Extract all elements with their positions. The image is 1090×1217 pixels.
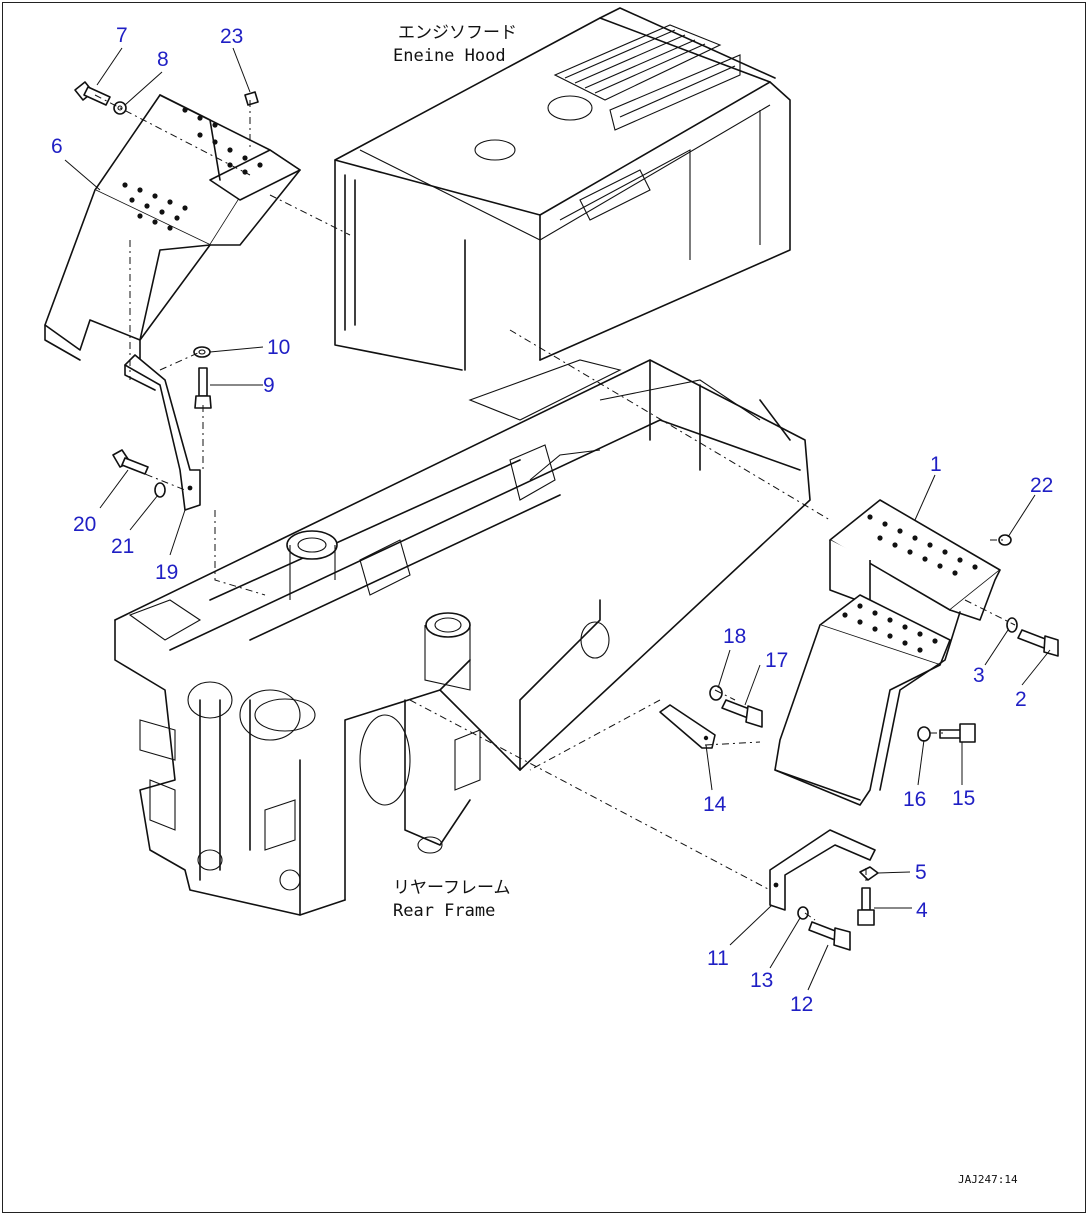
part-14-plate	[659, 704, 716, 749]
washer-13	[797, 906, 809, 920]
callout-8: 8	[157, 48, 169, 71]
callout-2: 2	[1015, 688, 1027, 711]
part-6-step-cover	[44, 94, 301, 361]
washer-16	[917, 726, 931, 742]
nut-5	[859, 866, 879, 881]
bolt-2	[1017, 629, 1059, 657]
part-6-holes	[122, 107, 263, 231]
callout-4: 4	[916, 899, 928, 922]
engine-hood-label-jp: エンジソフード	[398, 23, 517, 43]
washer-21	[154, 482, 166, 498]
callout-19: 19	[155, 561, 178, 584]
callout-23: 23	[220, 25, 243, 48]
washer-18	[709, 685, 723, 701]
bolt-15	[939, 723, 976, 743]
hood-grille	[553, 24, 741, 131]
callout-numbers: 7 8 23 6 10 9 20 21 19 1 22 3 2 18 17 14…	[51, 24, 1053, 1016]
leader-lines	[64, 47, 1051, 991]
callout-6: 6	[51, 135, 63, 158]
bolt-4	[857, 887, 875, 926]
callout-20: 20	[73, 513, 96, 536]
bolt-17	[721, 699, 763, 728]
rear-frame	[114, 359, 811, 916]
drawing-code: JAJ247:14	[958, 1173, 1018, 1186]
callout-13: 13	[750, 969, 773, 992]
callout-7: 7	[116, 24, 128, 47]
part-19-bracket	[124, 354, 201, 511]
rear-frame-label-en: Rear Frame	[393, 901, 495, 921]
callout-1: 1	[930, 453, 942, 476]
callout-3: 3	[973, 664, 985, 687]
engine-hood-label-en: Eneine Hood	[393, 46, 506, 66]
callout-21: 21	[111, 535, 134, 558]
callout-10: 10	[267, 336, 290, 359]
washer-3	[1006, 617, 1018, 633]
assembly-lines	[94, 94, 1016, 921]
bolt-20	[112, 449, 149, 475]
rear-frame-label-jp: リヤーフレーム	[393, 878, 510, 898]
washer-10	[193, 346, 211, 358]
part-1-holes	[842, 514, 978, 653]
callout-22: 22	[1030, 474, 1053, 497]
callout-15: 15	[952, 787, 975, 810]
callout-12: 12	[790, 993, 813, 1016]
callout-14: 14	[703, 793, 727, 816]
callout-17: 17	[765, 649, 788, 672]
callout-16: 16	[903, 788, 926, 811]
part-11-bracket	[769, 829, 876, 911]
nut-23	[244, 91, 259, 106]
washer-22	[998, 534, 1012, 546]
bolt-7	[74, 81, 111, 106]
bolt-9	[194, 367, 212, 409]
callout-5: 5	[915, 861, 927, 884]
engine-hood	[334, 7, 791, 421]
bolt-12	[808, 921, 851, 951]
part-1-step-cover	[774, 499, 1001, 806]
callout-11: 11	[707, 947, 729, 970]
callout-18: 18	[723, 625, 746, 648]
callout-9: 9	[263, 374, 275, 397]
